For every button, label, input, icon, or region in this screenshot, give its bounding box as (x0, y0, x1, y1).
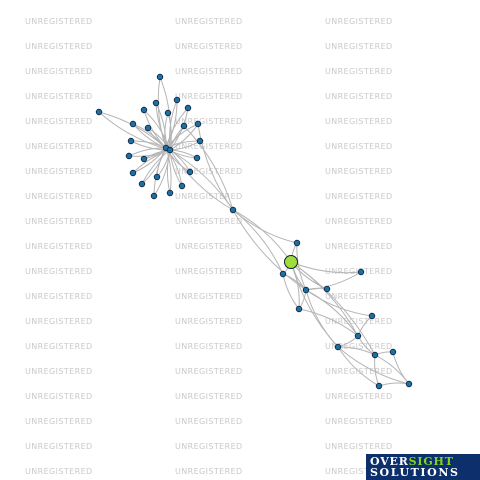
edge-n19-hub2 (141, 149, 171, 185)
node-n19[interactable] (138, 180, 146, 188)
node-m5[interactable] (295, 305, 303, 313)
edge-m5-m8 (298, 308, 359, 337)
node-n12[interactable] (127, 137, 135, 145)
node-n15[interactable] (140, 155, 148, 163)
node-m12[interactable] (375, 382, 383, 390)
edge-m12-m13 (378, 382, 410, 387)
edge-m7-m8 (357, 315, 373, 337)
node-n23[interactable] (166, 189, 174, 197)
node-n8[interactable] (129, 120, 137, 128)
node-n20[interactable] (153, 173, 161, 181)
edge-m11-m13 (392, 351, 410, 385)
node-n7[interactable] (184, 104, 192, 112)
node-n2[interactable] (95, 108, 103, 116)
node-m7[interactable] (368, 312, 376, 320)
node-m1[interactable] (293, 239, 301, 247)
focus-node[interactable] (284, 255, 298, 269)
node-n10[interactable] (180, 122, 188, 130)
logo-line-2: SOLUTIONS (370, 466, 460, 479)
node-n17[interactable] (129, 169, 137, 177)
node-n21[interactable] (178, 182, 186, 190)
logo-word-sight: SIGHT (408, 455, 454, 468)
edge-hub2-bridge (169, 149, 234, 211)
edge-n21-hub1 (165, 147, 183, 187)
edge-m4-m8 (305, 289, 359, 337)
node-bridge[interactable] (229, 206, 237, 214)
edge-n11-hub2 (169, 123, 199, 151)
node-n16[interactable] (193, 154, 201, 162)
node-n22[interactable] (150, 192, 158, 200)
node-m11[interactable] (389, 348, 397, 356)
edge-bridge-m4 (232, 209, 307, 291)
node-m9[interactable] (334, 343, 342, 351)
edge-m8-m9 (337, 335, 359, 348)
logo-word-over: OVER (370, 455, 409, 468)
edge-m9-m10 (337, 346, 376, 356)
edge-m4-m9 (305, 289, 339, 348)
edge-focus-m2 (290, 261, 362, 274)
edge-m4-m2 (305, 271, 362, 291)
node-m2[interactable] (357, 268, 365, 276)
node-hub2[interactable] (166, 146, 174, 154)
edge-n11-bridge (197, 123, 234, 211)
node-n9[interactable] (144, 124, 152, 132)
edge-m1-m4 (296, 242, 307, 291)
node-m3[interactable] (279, 270, 287, 278)
edge-m9-m13 (337, 346, 410, 385)
edge-m4-m7 (305, 289, 373, 317)
node-n13[interactable] (196, 137, 204, 145)
edge-n7-hub2 (169, 107, 189, 151)
edge-n23-hub2 (166, 149, 171, 194)
node-layer (95, 73, 413, 390)
edge-layer (98, 76, 410, 387)
edge-n17-hub2 (132, 149, 171, 174)
edge-n10-bridge (183, 125, 234, 211)
edge-bridge-m3 (232, 209, 284, 275)
edge-m10-m12 (374, 354, 380, 387)
node-n5[interactable] (164, 109, 172, 117)
logo-line-1: OVERSIGHT (370, 456, 476, 467)
edge-m3-m5 (282, 273, 300, 310)
edge-n21-hub2 (169, 149, 183, 187)
edge-focus-m10 (290, 261, 376, 356)
edge-n8-hub1 (132, 123, 167, 149)
node-n3[interactable] (140, 106, 148, 114)
node-n14[interactable] (125, 152, 133, 160)
edge-bridge-focus (232, 209, 292, 263)
oversight-solutions-logo: OVERSIGHT SOLUTIONS (366, 454, 480, 480)
node-n1[interactable] (156, 73, 164, 81)
node-m8[interactable] (354, 332, 362, 340)
edge-m9-m12 (337, 346, 380, 387)
node-m6[interactable] (323, 285, 331, 293)
node-n18[interactable] (186, 168, 194, 176)
edge-n6-hub2 (169, 99, 178, 151)
node-n6[interactable] (173, 96, 181, 104)
node-m13[interactable] (405, 380, 413, 388)
edge-m10-m13 (374, 354, 410, 385)
edge-n2-hub2 (98, 111, 171, 151)
node-m10[interactable] (371, 351, 379, 359)
node-m4[interactable] (302, 286, 310, 294)
node-n4[interactable] (152, 99, 160, 107)
edge-m8-m10 (357, 335, 376, 356)
node-n11[interactable] (194, 120, 202, 128)
